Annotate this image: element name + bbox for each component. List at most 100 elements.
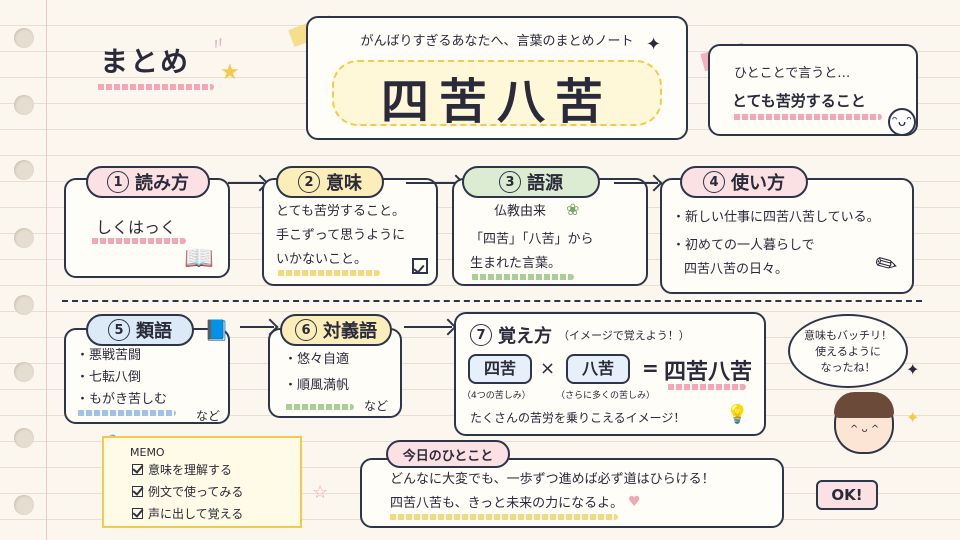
section-divider: [62, 300, 922, 302]
bubble-text: 意味もバッチリ！ 使えるように なったね！: [790, 328, 906, 376]
antonym-item: ・悠々自適: [284, 352, 350, 367]
section-number: 6: [295, 319, 317, 341]
blue-underline: [76, 410, 176, 416]
today-line: 四苦八苦も、きっと未来の力になるよ。: [390, 496, 624, 511]
meaning-label: 2 意味: [276, 166, 384, 198]
pink-underline: [666, 384, 746, 390]
usage-label: 4 使い方: [680, 166, 808, 198]
section-number: 5: [108, 319, 130, 341]
term2-note: （さらに多くの苦しみ）: [556, 391, 656, 401]
meaning-line: とても苦労すること。: [276, 204, 405, 219]
arrow-icon: [228, 182, 264, 184]
section-label: 語源: [527, 173, 563, 194]
green-underline: [284, 404, 354, 410]
bubble-line: なったね！: [820, 361, 876, 374]
speech-bubble: 意味もバッチリ！ 使えるように なったね！: [788, 314, 908, 388]
section-label: 類語: [136, 321, 172, 342]
section-number: 1: [107, 171, 129, 193]
synonyms-label: 5 類語: [86, 314, 194, 346]
title-subtitle: がんばりすぎるあなたへ、言葉のまとめノート: [360, 34, 634, 49]
binder-hole: [14, 28, 34, 48]
memo-item: 声に出して覚える: [132, 504, 243, 524]
memo-card: MEMO 意味を理解する 例文で使ってみる 声に出して覚える: [102, 436, 302, 528]
girl-hair: [834, 392, 894, 418]
checkbox-icon: [132, 464, 143, 475]
section-label: 覚え方: [498, 326, 552, 347]
pink-underline: [96, 84, 214, 90]
memorize-card: 7 覚え方 （イメージで覚えよう！） 四苦 （4つの苦しみ） × 八苦 （さらに…: [454, 312, 766, 436]
binder-hole: [14, 362, 34, 382]
bubble-line: 意味もバッチリ！: [804, 329, 892, 342]
checkbox-icon: [412, 258, 428, 274]
term2-box: 八苦: [566, 354, 630, 384]
section-number: 7: [470, 324, 492, 346]
heart-icon: ♥: [628, 494, 641, 510]
reading-label: 1 読み方: [86, 166, 210, 198]
arrow-icon: [406, 182, 460, 184]
memorize-heading: 7 覚え方 （イメージで覚えよう！）: [470, 322, 690, 348]
binder-hole: [14, 228, 34, 248]
title-frame: [332, 60, 662, 126]
binder-hole: [14, 160, 34, 180]
yellow-underline: [388, 514, 618, 520]
meaning-line: 手こずって思うように: [276, 228, 406, 243]
term1-note: （4つの苦しみ）: [462, 391, 531, 401]
memorize-note: （イメージで覚えよう！）: [558, 329, 690, 342]
today-label: 今日のひとこと: [386, 440, 510, 468]
smiley-icon: ᵔᴗᵔ: [888, 108, 916, 136]
section-number: 2: [298, 171, 320, 193]
antonyms-label: 6 対義語: [280, 314, 392, 346]
summary-card: ひとことで言うと… とても苦労すること: [708, 44, 918, 136]
girl-face: ^ ᴗ ^: [850, 424, 880, 435]
binder-hole: [14, 495, 34, 515]
notebook-margin-line: [46, 0, 47, 540]
reading-text: しくはっく: [96, 218, 177, 237]
arrow-icon: [614, 182, 658, 184]
girl-illustration: ^ ᴗ ^: [834, 392, 894, 454]
memo-item-text: 意味を理解する: [148, 463, 233, 477]
meaning-line: いかないこと。: [276, 252, 368, 267]
book-icon: 📖: [184, 244, 214, 272]
lightbulb-icon: 💡: [726, 404, 749, 425]
today-line: どんなに大変でも、一歩ずつ進めば必ず道はひらける！: [390, 472, 715, 487]
origin-label: 3 語源: [462, 166, 600, 198]
memo-item-text: 声に出して覚える: [148, 507, 244, 521]
checkmark-icon: [414, 265, 425, 276]
usage-line: ・新しい仕事に四苦八苦している。: [672, 210, 880, 225]
binder-hole: [14, 295, 34, 315]
memo-item: 例文で使ってみる: [132, 482, 243, 502]
yellow-underline: [276, 270, 380, 276]
arrow-icon: [240, 326, 274, 328]
origin-line: 仏教由来: [494, 204, 547, 219]
book-icon: 📘: [204, 318, 229, 342]
arrow-icon: [404, 326, 452, 328]
memo-title: MEMO: [130, 446, 165, 459]
today-card: どんなに大変でも、一歩ずつ進めば必ず道はひらける！ 四苦八苦も、きっと未来の力に…: [360, 458, 784, 528]
binder-hole: [14, 428, 34, 448]
times-sign: ×: [540, 358, 556, 379]
sparkle-icon: 〃: [207, 31, 230, 56]
section-number: 4: [703, 171, 725, 193]
section-label: 意味: [326, 173, 362, 194]
page-title: 四苦八苦: [380, 74, 613, 130]
section-label: 対義語: [323, 321, 377, 342]
section-label: 使い方: [731, 173, 785, 194]
memorize-caption: たくさんの苦労を乗りこえるイメージ！: [470, 411, 686, 425]
pink-underline: [732, 114, 882, 120]
synonym-item: ・もがき苦しむ: [76, 392, 168, 407]
lotus-icon: ❀: [566, 200, 580, 219]
origin-line: 「四苦」「八苦」から: [470, 232, 594, 247]
usage-line: ・初めての一人暮らしで: [672, 238, 815, 253]
memo-item-text: 例文で使ってみる: [148, 485, 244, 499]
synonyms-etc: など: [196, 409, 221, 423]
antonym-item: ・順風満帆: [284, 378, 350, 393]
star-icon: ☆: [312, 482, 329, 503]
usage-line: 四苦八苦の日々。: [684, 262, 789, 277]
matome-heading: まとめ: [100, 45, 191, 78]
summary-text: とても苦労すること: [732, 92, 866, 110]
green-underline: [470, 274, 574, 280]
checkbox-icon: [132, 508, 143, 519]
pink-underline: [90, 238, 186, 244]
star-icon: ★: [220, 60, 240, 85]
section-number: 3: [499, 171, 521, 193]
